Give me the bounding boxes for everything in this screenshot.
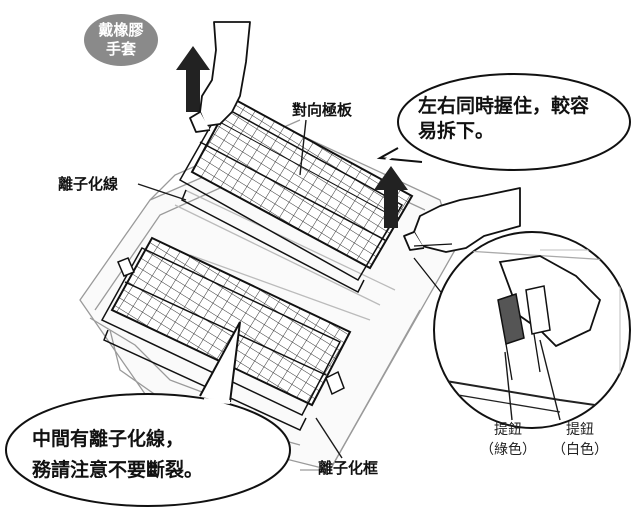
green-tab-line1: 提鈕 [494, 422, 522, 438]
bubble-bottom-text: 中間有離子化線， 務請注意不要斷裂。 [32, 424, 203, 486]
glove-badge-line1: 戴橡膠 [98, 21, 144, 39]
ionization-frame-label: 離子化框 [318, 459, 379, 477]
glove-badge-line2: 手套 [105, 40, 136, 58]
lower-plate [100, 236, 352, 431]
white-tab-label: 提鈕 （白色） [540, 420, 620, 460]
bubble-bottom-line2: 務請注意不要斷裂。 [32, 459, 204, 481]
gloved-hands [189, 21, 521, 253]
leader-lines [137, 119, 561, 459]
ionization-wire-label: 離子化線 [58, 175, 119, 193]
green-tab-label: 提鈕 （綠色） [468, 420, 548, 460]
upper-plate [178, 96, 414, 294]
speech-bubble-right [376, 73, 631, 171]
bubble-right-text: 左右同時握住，較容 易拆下。 [418, 94, 589, 143]
bubble-right-line2: 易拆下。 [418, 119, 495, 142]
bubble-bottom-line1: 中間有離子化線， [32, 428, 185, 450]
bubble-right-line1: 左右同時握住，較容 [418, 95, 590, 117]
white-tab-line2: （白色） [552, 442, 608, 458]
speech-bubble-bottom [5, 321, 291, 507]
glove-badge: 戴橡膠 手套 [84, 14, 158, 66]
white-tab-line1: 提鈕 [566, 422, 594, 438]
lift-arrows [176, 46, 408, 228]
zoom-inset [413, 231, 631, 429]
green-tab-line2: （綠色） [480, 442, 536, 458]
plates-label: 對向極板 [292, 101, 353, 119]
